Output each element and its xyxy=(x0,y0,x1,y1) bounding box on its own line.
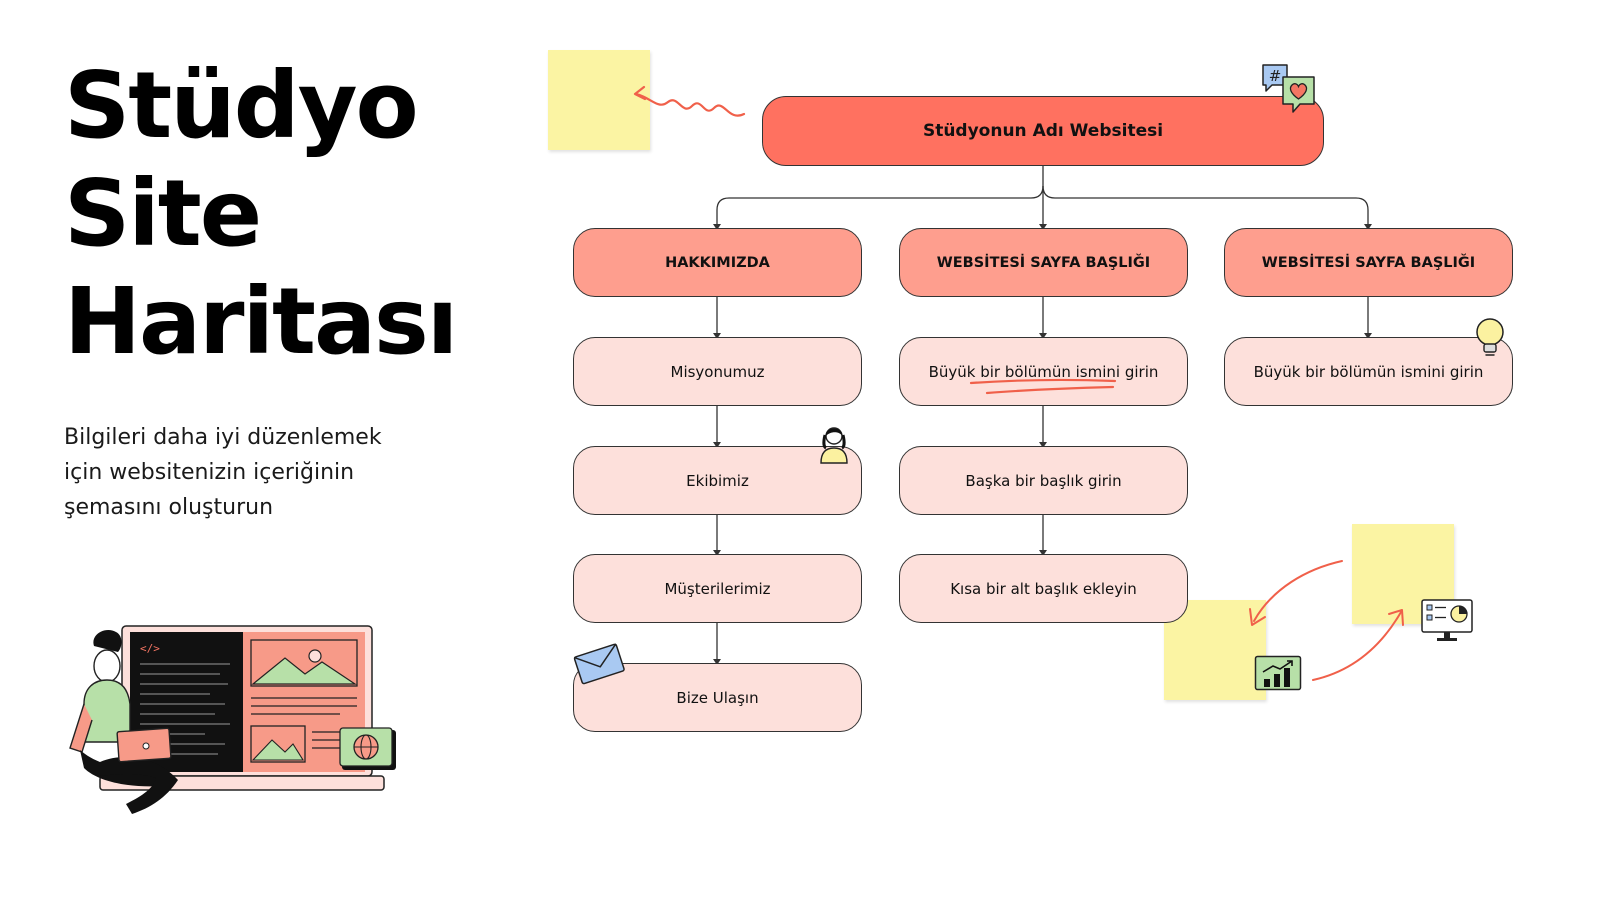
arrowhead xyxy=(713,224,721,230)
arrowhead xyxy=(713,442,721,448)
section-node-hakkimizda: HAKKIMIZDA xyxy=(573,228,862,297)
dashboard-monitor-icon xyxy=(1421,599,1473,641)
arrowhead xyxy=(1039,224,1047,230)
growth-chart-icon xyxy=(1254,655,1302,691)
leaf-node: Büyük bir bölümün ismini girin xyxy=(1224,337,1513,406)
svg-text:#: # xyxy=(1269,67,1282,85)
envelope-icon xyxy=(573,643,625,685)
leaf-node: Büyük bir bölümün ismini girin xyxy=(899,337,1188,406)
leaf-label: Kısa bir alt başlık ekleyin xyxy=(950,579,1137,598)
title-line-1: Stüdyo xyxy=(64,52,419,159)
section-node-page-heading: WEBSİTESİ SAYFA BAŞLIĞI xyxy=(899,228,1188,297)
leaf-node: Müşterilerimiz xyxy=(573,554,862,623)
leaf-node: Misyonumuz xyxy=(573,337,862,406)
section-label: HAKKIMIZDA xyxy=(665,254,770,271)
sticky-note-top xyxy=(548,50,650,150)
section-label: WEBSİTESİ SAYFA BAŞLIĞI xyxy=(1261,254,1476,271)
developer-illustration: </> xyxy=(69,625,396,814)
arrowhead xyxy=(713,550,721,556)
section-label: WEBSİTESİ SAYFA BAŞLIĞI xyxy=(936,254,1151,271)
curved-arrow-left xyxy=(1249,560,1343,626)
svg-text:</>: </> xyxy=(140,642,160,655)
leaf-label: Büyük bir bölümün ismini girin xyxy=(928,362,1159,381)
root-node-label: Stüdyonun Adı Websitesi xyxy=(922,121,1164,141)
hashtag-chat-icon: # xyxy=(1262,64,1288,92)
arrowhead xyxy=(713,659,721,665)
leaf-label: Ekibimiz xyxy=(686,471,749,490)
title-line-2: Site xyxy=(64,160,262,267)
leaf-label: Başka bir başlık girin xyxy=(965,471,1122,490)
leaf-label: Misyonumuz xyxy=(670,362,765,381)
leaf-label: Büyük bir bölümün ismini girin xyxy=(1253,362,1484,381)
person-avatar-icon xyxy=(820,427,848,464)
leaf-node: Kısa bir alt başlık ekleyin xyxy=(899,554,1188,623)
sitemap-root-node: Stüdyonun Adı Websitesi xyxy=(762,96,1324,166)
image-icon xyxy=(250,639,358,687)
connector-root-right xyxy=(1042,185,1369,228)
scribble-underline xyxy=(969,378,1117,395)
leaf-label: Bize Ulaşın xyxy=(676,688,759,707)
arrowhead xyxy=(1039,333,1047,339)
leaf-label: Müşterilerimiz xyxy=(664,579,771,598)
arrowhead xyxy=(1364,333,1372,339)
connector-root-trunk xyxy=(716,165,1044,228)
arrowhead xyxy=(713,333,721,339)
code-icon: </> xyxy=(140,642,160,655)
arrowhead xyxy=(1039,550,1047,556)
squiggle-arrow xyxy=(633,85,746,117)
leaf-node: Ekibimiz xyxy=(573,446,862,515)
heart-chat-icon xyxy=(1282,76,1315,113)
globe-icon xyxy=(339,727,396,770)
leaf-node: Bize Ulaşın xyxy=(573,663,862,732)
section-node-page-heading: WEBSİTESİ SAYFA BAŞLIĞI xyxy=(1224,228,1513,297)
arrowhead xyxy=(1364,224,1372,230)
arrowhead xyxy=(1039,442,1047,448)
leaf-node: Başka bir başlık girin xyxy=(899,446,1188,515)
title-line-3: Haritası xyxy=(64,268,458,375)
page-subtitle: Bilgileri daha iyi düzenlemek için websi… xyxy=(64,425,382,520)
lightbulb-icon xyxy=(1476,318,1504,356)
curved-arrow-right xyxy=(1312,609,1404,681)
page-title: Stüdyo Site Haritası xyxy=(64,52,458,376)
